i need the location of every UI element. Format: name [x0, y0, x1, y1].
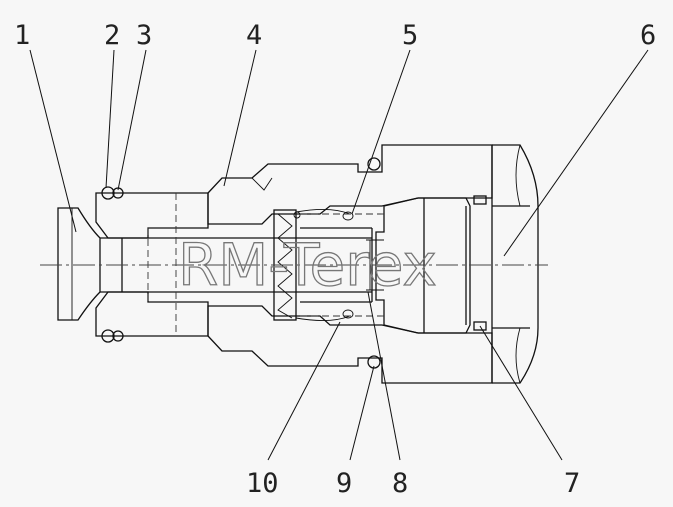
- watermark: RM-Terex: [178, 231, 437, 299]
- callout-9: 9: [336, 468, 352, 499]
- push-button: [57, 207, 122, 321]
- detail-pins: [251, 177, 354, 319]
- cap-nut: [491, 144, 539, 384]
- callout-6: 6: [640, 20, 656, 51]
- callout-labels: 1 2 3 4 5 6 10 9 8 7: [14, 20, 656, 499]
- callout-8: 8: [392, 468, 408, 499]
- callout-2: 2: [104, 20, 120, 51]
- callout-5: 5: [402, 20, 418, 51]
- callout-4: 4: [246, 20, 262, 51]
- callout-1: 1: [14, 20, 30, 51]
- callout-7: 7: [564, 468, 580, 499]
- leader-lines: [29, 49, 649, 461]
- callout-3: 3: [136, 20, 152, 51]
- inner-plug: [375, 197, 471, 334]
- callout-10: 10: [246, 468, 279, 499]
